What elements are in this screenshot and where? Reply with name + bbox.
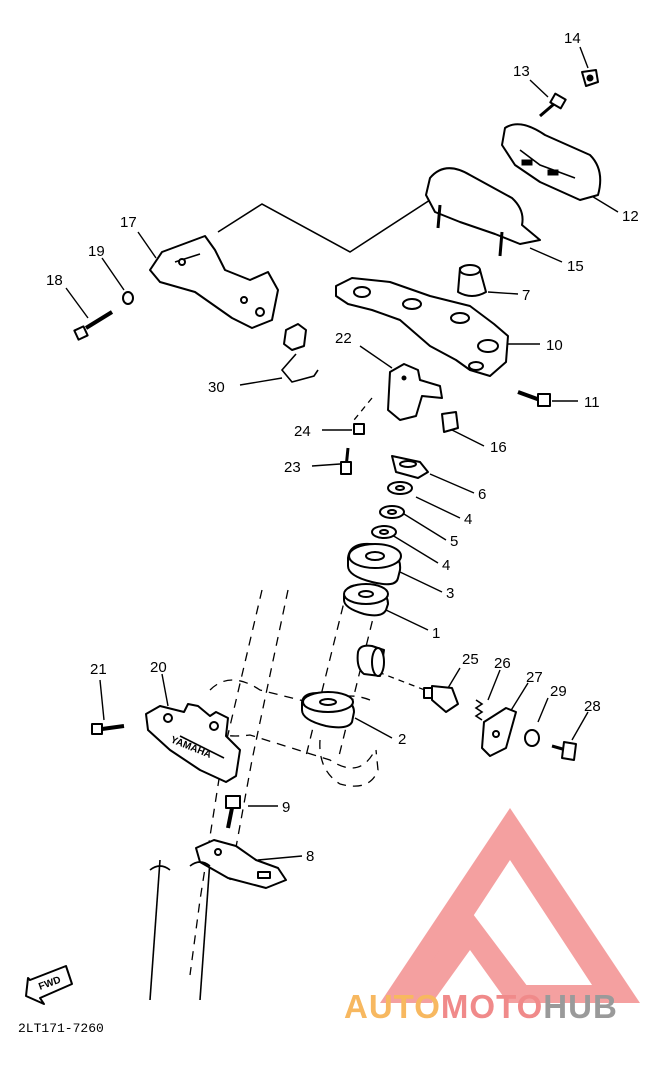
part-27-plate (481, 707, 517, 757)
part-28-screw (551, 741, 577, 761)
callout-7: 7 (522, 287, 530, 304)
callout-28: 28 (584, 698, 601, 715)
part-22-bracket (387, 363, 443, 421)
watermark-logo (380, 808, 640, 1003)
callout-23: 23 (284, 459, 301, 476)
svg-text:AUTOMOTOHUB: AUTOMOTOHUB (344, 988, 618, 1025)
callout-12: 12 (622, 208, 639, 225)
part-30-clip (280, 323, 319, 383)
part-23-bolt (340, 447, 352, 475)
part-25-fitting (423, 685, 459, 713)
part-26-spring (474, 699, 484, 721)
part-4-washer-upper (387, 481, 413, 495)
part-13-bolt (539, 92, 567, 118)
callout-18: 18 (46, 272, 63, 289)
callout-24: 24 (294, 423, 311, 440)
callout-2: 2 (398, 731, 406, 748)
part-24-nut (353, 423, 365, 435)
part-29-washer (524, 729, 540, 747)
callout-4-lower: 4 (442, 557, 450, 574)
callout-8: 8 (306, 848, 314, 865)
callout-14: 14 (564, 30, 581, 47)
part-2-lower-bearing (301, 691, 379, 787)
part-1-bearing (343, 583, 389, 617)
callout-30: 30 (208, 379, 225, 396)
callout-27: 27 (526, 669, 543, 686)
part-18-bolt (73, 310, 114, 341)
callout-1: 1 (432, 625, 440, 642)
part-21-bolt (91, 723, 125, 735)
callout-numbers: 14 13 12 15 7 10 11 16 17 19 18 22 30 24… (46, 30, 639, 865)
watermark-text: AUTOMOTOHUB (344, 988, 618, 1025)
callout-5: 5 (450, 533, 458, 550)
frame-dashed-outline (149, 589, 381, 1001)
part-7-damper (457, 264, 487, 297)
part-19-washer (122, 291, 134, 305)
callout-20: 20 (150, 659, 167, 676)
callout-11: 11 (584, 394, 600, 411)
stem-bushing (356, 644, 385, 677)
callout-25: 25 (462, 651, 479, 668)
callout-13: 13 (513, 63, 530, 80)
callout-22: 22 (335, 330, 352, 347)
part-3-bearing-cover (347, 542, 402, 586)
fork-tubes (149, 861, 211, 871)
part-4-washer-lower (371, 525, 397, 539)
part-17-bracket (149, 235, 279, 329)
callout-4-upper: 4 (464, 511, 472, 528)
part-14-cap (581, 69, 599, 87)
part-9-bolt (225, 795, 241, 829)
part-16-nut (441, 411, 459, 433)
diagram-code: 2LT171-7260 (18, 1021, 104, 1036)
callout-26: 26 (494, 655, 511, 672)
part-6-ring-nut (391, 455, 429, 479)
part-12-handlebar-cover (501, 123, 602, 201)
part-5-washer (379, 505, 405, 519)
part-8-plate (195, 839, 287, 889)
watermark-hub: HUB (543, 988, 618, 1025)
callout-19: 19 (88, 243, 105, 260)
callout-17: 17 (120, 214, 137, 231)
watermark-auto: AUTO (344, 988, 441, 1025)
fwd-arrow: FWD (25, 965, 73, 1005)
callout-3: 3 (446, 585, 454, 602)
callout-9: 9 (282, 799, 290, 816)
leader-lines (65, 46, 619, 861)
part-20-lower-bracket: YAMAHA (145, 703, 241, 783)
callout-29: 29 (550, 683, 567, 700)
watermark-moto: MOTO (441, 988, 543, 1025)
callout-10: 10 (546, 337, 563, 354)
callout-21: 21 (90, 661, 107, 678)
callout-16: 16 (490, 439, 507, 456)
callout-15: 15 (567, 258, 584, 275)
part-10-upper-bracket (335, 277, 509, 377)
part-11-bolt (517, 390, 551, 407)
callout-6: 6 (478, 486, 486, 503)
part-15-upper-cover (425, 167, 541, 257)
